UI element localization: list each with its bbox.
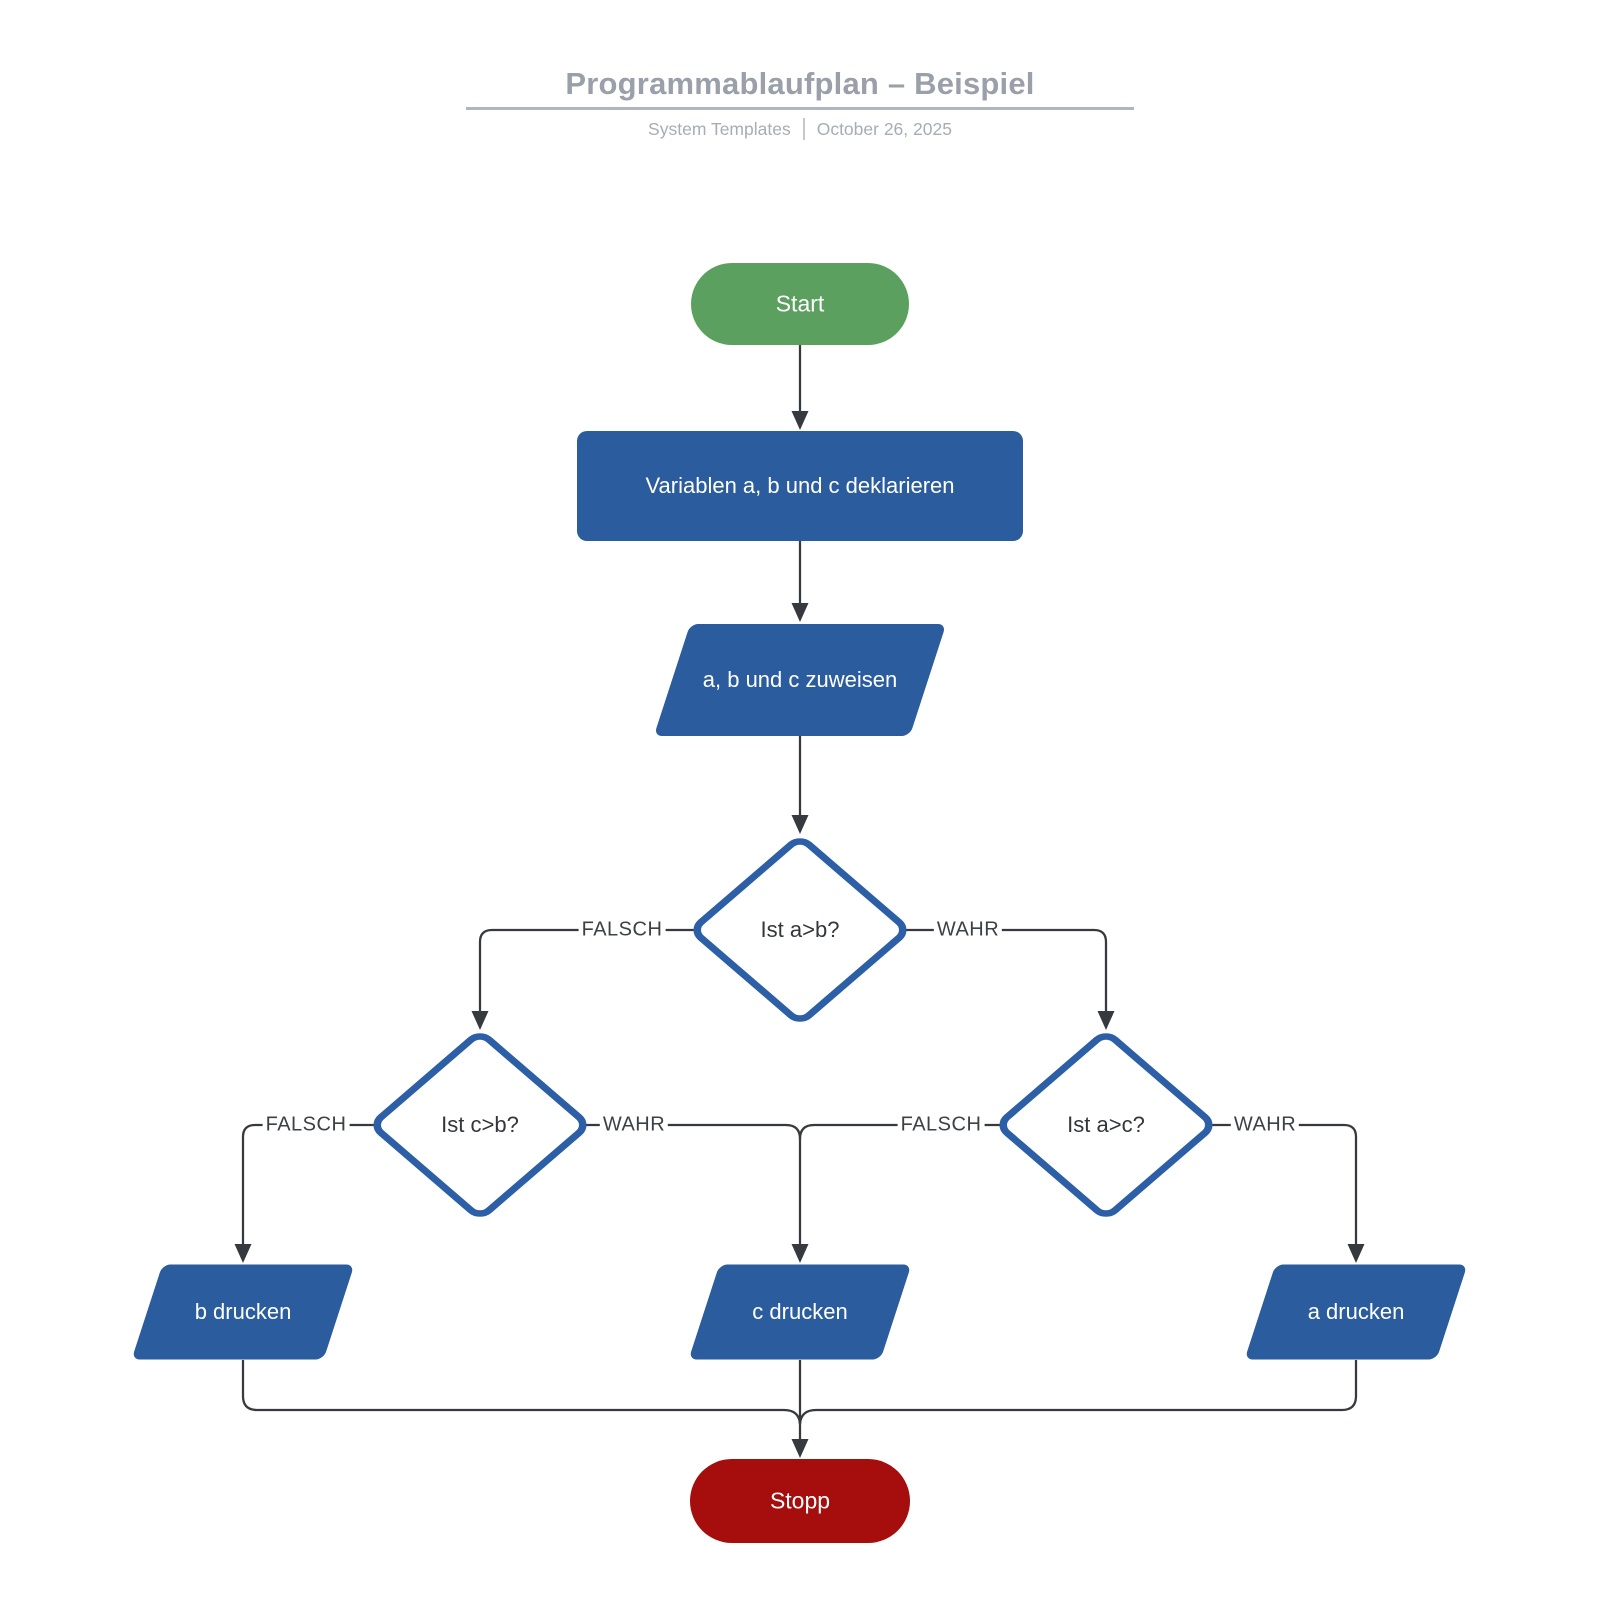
- node-stop-label: Stopp: [769, 1487, 831, 1514]
- node-declare-label: Variablen a, b und c deklarieren: [645, 473, 955, 498]
- arrowhead: [791, 1244, 809, 1263]
- arrowhead: [791, 603, 809, 622]
- node-print-c-label: c drucken: [752, 1299, 848, 1324]
- arrowhead: [234, 1244, 252, 1263]
- node-stop[interactable]: [690, 1459, 910, 1543]
- node-assign-label: a, b und c zuweisen: [702, 667, 898, 692]
- node-start-label: Start: [775, 290, 825, 317]
- edge-printb-stop: [241, 1360, 802, 1425]
- edge-label-ac-true: WAHR: [1230, 1113, 1300, 1137]
- decision-ab-label: Ist a>b?: [760, 917, 840, 942]
- arrowhead: [1097, 1011, 1115, 1030]
- edge-cb-true: [586, 1123, 802, 1246]
- edge-label-ab-true: WAHR: [933, 918, 1003, 942]
- arrowhead: [791, 1439, 809, 1458]
- edge-printa-stop: [798, 1360, 1358, 1425]
- decision-cb-label: Ist c>b?: [441, 1112, 519, 1137]
- page-title: Programmablaufplan – Beispiel: [565, 66, 1035, 101]
- decision-cb-shape[interactable]: [372, 1032, 588, 1218]
- edge-label-cb-false: FALSCH: [262, 1113, 350, 1137]
- edge-label-ac-false: FALSCH: [897, 1113, 985, 1137]
- edge-ac-false: [798, 1123, 1000, 1140]
- node-print-b-label: b drucken: [194, 1299, 292, 1324]
- edge-label-ab-false: FALSCH: [578, 918, 666, 942]
- subtitle-source: System Templates: [648, 118, 791, 139]
- arrowhead: [791, 411, 809, 430]
- decision-ab-shape[interactable]: [692, 837, 908, 1023]
- node-declare[interactable]: [577, 431, 1023, 541]
- subtitle-separator: [802, 118, 805, 140]
- edge-ab-false: [478, 928, 694, 1013]
- arrowhead: [791, 815, 809, 834]
- decision-ac-shape[interactable]: [998, 1032, 1214, 1218]
- node-print-a-label: a drucken: [1307, 1299, 1405, 1324]
- subtitle: System Templates October 26, 2025: [0, 118, 1600, 140]
- subtitle-date: October 26, 2025: [816, 118, 952, 139]
- arrowhead: [471, 1011, 489, 1030]
- edge-ac-true: [1212, 1123, 1358, 1246]
- arrowhead: [1347, 1244, 1365, 1263]
- title-underline: [466, 107, 1134, 110]
- edge-cb-false: [241, 1123, 374, 1246]
- decision-ac-label: Ist a>c?: [1067, 1112, 1145, 1137]
- edge-label-cb-true: WAHR: [599, 1113, 669, 1137]
- node-start[interactable]: [691, 263, 909, 345]
- edge-ab-true: [906, 928, 1108, 1013]
